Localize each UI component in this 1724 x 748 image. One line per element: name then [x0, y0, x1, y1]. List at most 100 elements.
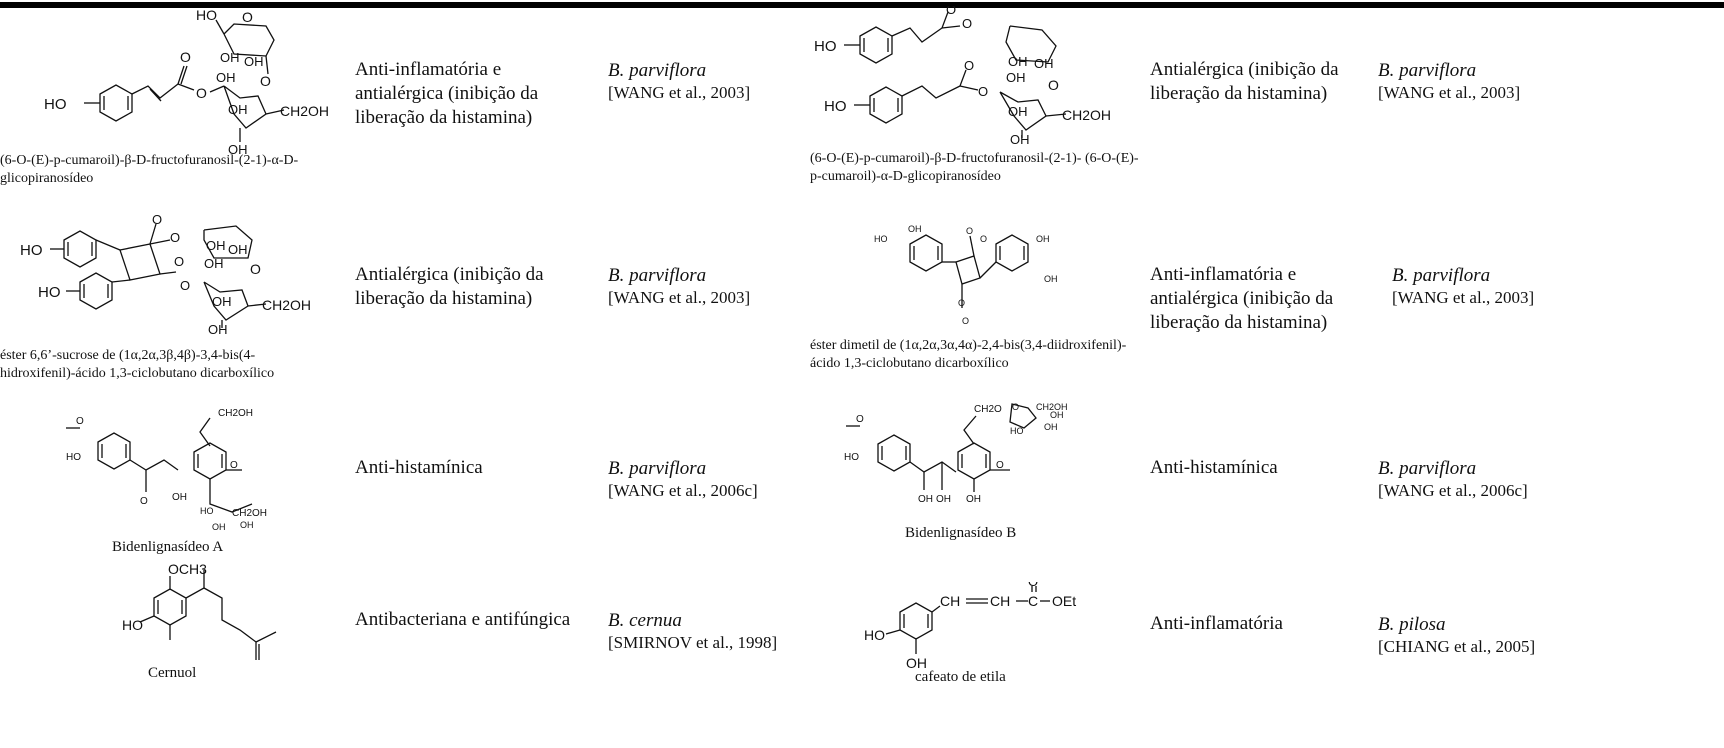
svg-text:OH: OH — [228, 102, 248, 117]
svg-text:O: O — [230, 460, 238, 471]
svg-text:OH: OH — [1010, 132, 1030, 146]
svg-text:OH: OH — [1006, 70, 1026, 85]
svg-text:OH: OH — [1008, 104, 1028, 119]
svg-text:OH: OH — [918, 494, 933, 505]
svg-text:OCH3: OCH3 — [168, 561, 207, 577]
svg-text:CH2OH: CH2OH — [232, 508, 267, 519]
activity-text: Antibacteriana e antifúngica — [355, 609, 571, 630]
svg-text:C: C — [1028, 593, 1038, 609]
svg-text:O: O — [260, 73, 271, 89]
source-cell: B. pilosa [CHIANG et al., 2005] — [1378, 614, 1578, 658]
svg-text:OH: OH — [966, 494, 981, 505]
svg-text:O: O — [242, 9, 253, 25]
svg-text:O: O — [250, 261, 261, 277]
compound-name: éster 6,6’-sucrose de (1α,2α,3β,4β)-3,4-… — [0, 348, 275, 381]
activity-text: Anti-inflamatória e antialérgica (inibiç… — [355, 59, 539, 128]
reference-text: [CHIANG et al., 2005] — [1378, 637, 1536, 656]
svg-text:HO: HO — [196, 7, 217, 23]
svg-text:O: O — [1048, 77, 1059, 93]
svg-text:O: O — [180, 278, 190, 293]
svg-text:CH: CH — [940, 593, 960, 609]
svg-text:HO: HO — [864, 627, 885, 643]
svg-text:O: O — [140, 496, 148, 507]
svg-text:HO: HO — [122, 617, 143, 633]
species-name: B. parviflora — [1378, 458, 1477, 479]
reference-text: [WANG et al., 2003] — [1378, 83, 1521, 102]
activity-text: Antialérgica (inibição da liberação da h… — [355, 264, 544, 309]
svg-text:OH: OH — [1044, 422, 1058, 432]
reference-text: [WANG et al., 2003] — [608, 83, 751, 102]
svg-text:CH2OH: CH2OH — [280, 103, 329, 119]
svg-text:OH: OH — [1050, 410, 1064, 420]
svg-text:OH: OH — [1008, 54, 1028, 69]
svg-text:O: O — [170, 230, 180, 245]
svg-text:OH: OH — [1044, 274, 1058, 284]
structure-ethyl-caffeate: CH CH C O OEt HO OH — [860, 582, 1100, 672]
structure-bidenlignasideo-b: CH2O O CH2OH OH OH HO O HO OH OH OH O — [840, 400, 1080, 528]
svg-text:O: O — [966, 226, 973, 236]
svg-text:O: O — [174, 254, 184, 269]
activity-text: Anti-inflamatória e antialérgica (inibiç… — [1150, 264, 1334, 333]
source-cell: B. parviflora [WANG et al., 2006c] — [608, 458, 808, 502]
reference-text: [WANG et al., 2003] — [608, 288, 751, 307]
svg-text:HO: HO — [874, 234, 888, 244]
svg-text:OH: OH — [244, 54, 264, 69]
structure-bidenlignasideo-a: CH2OH O HO O OH O CH2OH OH OH HO — [60, 404, 300, 536]
structure-sucrose-cyclobutane-ester: HO HO O O O O OH OH OH O CH2OH OH OH — [20, 210, 350, 340]
svg-text:HO: HO — [200, 506, 214, 516]
svg-text:CH2O: CH2O — [974, 404, 1002, 415]
svg-text:O: O — [978, 84, 988, 99]
svg-text:HO: HO — [20, 242, 43, 259]
reference-text: [WANG et al., 2006c] — [608, 481, 758, 500]
species-name: B. parviflora — [1378, 60, 1477, 81]
activity-text: Anti-histamínica — [1150, 457, 1278, 478]
svg-text:CH2OH: CH2OH — [218, 408, 253, 419]
svg-text:OH: OH — [172, 492, 187, 503]
svg-text:O: O — [196, 85, 207, 101]
svg-text:O: O — [856, 414, 864, 425]
svg-text:OH: OH — [204, 256, 224, 271]
top-rule — [0, 2, 1724, 8]
source-cell: B. parviflora [WANG et al., 2003] — [1378, 60, 1578, 104]
reference-text: [WANG et al., 2003] — [1392, 288, 1535, 307]
compound-name: éster dimetil de (1α,2α,3α,4α)-2,4-bis(3… — [810, 338, 1127, 371]
svg-text:O: O — [152, 212, 162, 227]
species-name: B. parviflora — [608, 265, 707, 286]
svg-text:OH: OH — [220, 50, 240, 65]
svg-text:OH: OH — [908, 224, 922, 234]
source-cell: B. parviflora [WANG et al., 2003] — [608, 265, 808, 309]
svg-text:OH: OH — [206, 238, 226, 253]
svg-text:HO: HO — [66, 452, 81, 463]
species-name: B. pilosa — [1378, 614, 1446, 635]
structure-cernuol: OCH3 HO — [118, 560, 308, 664]
svg-text:OH: OH — [212, 294, 232, 309]
svg-text:OEt: OEt — [1052, 593, 1076, 609]
svg-text:OH: OH — [216, 70, 236, 85]
reference-text: [SMIRNOV et al., 1998] — [608, 633, 778, 652]
svg-text:O: O — [946, 6, 956, 17]
species-name: B. parviflora — [608, 60, 707, 81]
svg-text:OH: OH — [228, 242, 248, 257]
compound-name: cafeato de etila — [915, 669, 1006, 685]
compound-name: (6-O-(E)-p-cumaroil)-β-D-fructofuranosil… — [0, 153, 299, 186]
svg-text:OH: OH — [1036, 234, 1050, 244]
svg-text:O: O — [1012, 402, 1019, 412]
svg-text:CH2OH: CH2OH — [262, 297, 311, 313]
activity-text: Anti-histamínica — [355, 457, 483, 478]
source-cell: B. parviflora [WANG et al., 2006c] — [1378, 458, 1578, 502]
reference-text: [WANG et al., 2006c] — [1378, 481, 1528, 500]
svg-text:O: O — [964, 58, 974, 73]
svg-text:O: O — [1028, 582, 1038, 589]
species-name: B. parviflora — [1392, 265, 1491, 286]
svg-text:O: O — [958, 298, 965, 308]
svg-text:CH2OH: CH2OH — [1062, 107, 1111, 123]
species-name: B. cernua — [608, 610, 682, 631]
compound-name: Cernuol — [148, 665, 197, 681]
svg-text:OH: OH — [936, 494, 951, 505]
structure-6-o-cumaroyl-sucrose: HO O O O HO OH OH OH O OH CH2OH OH — [20, 6, 350, 158]
svg-text:HO: HO — [824, 98, 847, 115]
svg-text:O: O — [996, 460, 1004, 471]
svg-text:OH: OH — [240, 520, 254, 530]
svg-text:O: O — [980, 234, 987, 244]
structure-dimethyl-cyclobutane-ester: OH HO O O O O OH OH — [870, 222, 1090, 342]
